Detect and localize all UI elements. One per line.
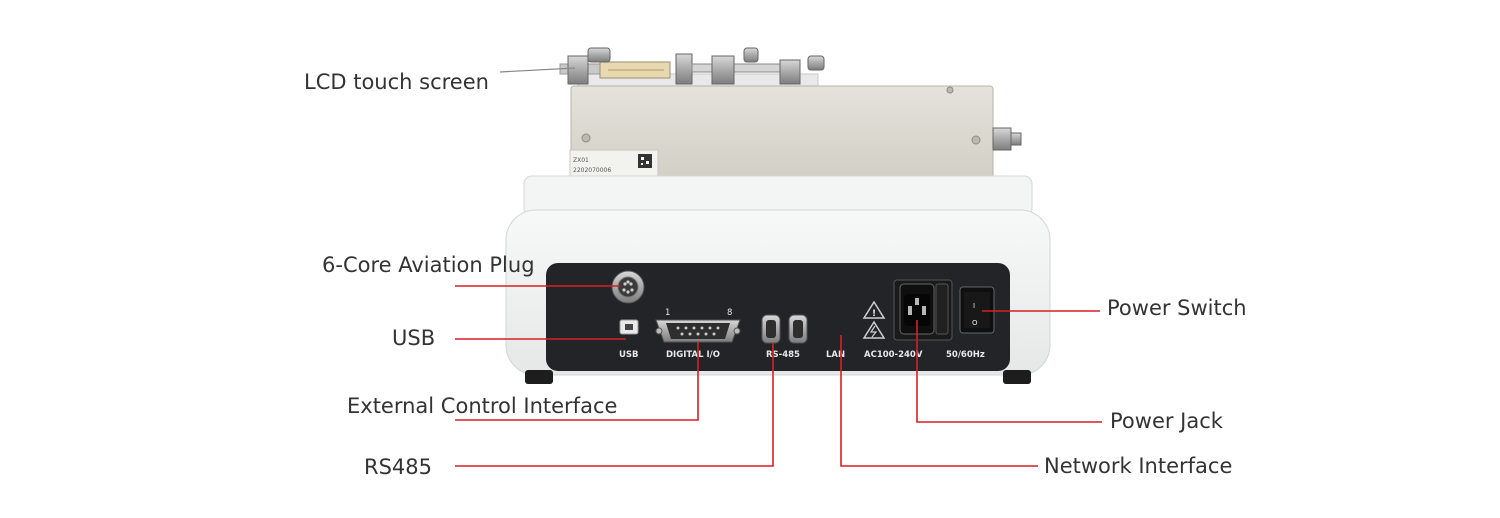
syringe-clamp-knob [587, 47, 611, 63]
callout-aviation-plug: 6-Core Aviation Plug [322, 253, 535, 277]
leader-rs485 [455, 343, 774, 467]
digital-pin-1-label: 1 [665, 308, 670, 318]
callout-rs485: RS485 [364, 455, 433, 479]
callout-external-control: External Control Interface [347, 394, 618, 418]
leader-network [840, 335, 1038, 467]
base-unit: USB 1 8 DIGITAL I/O RS-485 LAN ! AC100-2… [505, 175, 1051, 384]
power-frequency-label: 50/60Hz [946, 350, 985, 360]
digital-io-label: DIGITAL I/O [666, 350, 720, 360]
usb-port-label: USB [619, 350, 639, 360]
rear-clamp [779, 59, 801, 85]
bnc-connector [992, 127, 1012, 151]
qr-code [638, 154, 652, 168]
housing-screw [971, 135, 981, 145]
power-spec-label: AC100-240V [864, 350, 923, 360]
warning-icon [862, 300, 886, 319]
syringe-holder [675, 53, 693, 85]
switch-off-mark: O [972, 319, 978, 327]
leader-lcd [499, 67, 576, 73]
foot-right [1003, 370, 1031, 384]
svg-text:!: ! [872, 309, 876, 319]
fuse-drawer[interactable] [935, 283, 949, 335]
pusher-knob [743, 47, 759, 63]
leader-power-jack [916, 320, 1102, 423]
lan-label: LAN [826, 350, 845, 360]
callout-power-jack: Power Jack [1110, 409, 1223, 433]
leader-lines [455, 67, 1102, 467]
callout-lcd-touch-screen: LCD touch screen [304, 70, 489, 94]
sticker-serial: 2202070006 [573, 167, 611, 174]
electric-hazard-icon [862, 320, 886, 339]
callout-network-interface: Network Interface [1044, 454, 1233, 478]
foot-left [525, 370, 553, 384]
housing-screw [946, 86, 954, 94]
digital-pin-8-label: 8 [727, 308, 732, 318]
switch-on-mark: I [973, 302, 975, 310]
pusher-block [711, 55, 735, 85]
rear-knob [807, 55, 825, 71]
leader-external [455, 342, 699, 421]
syringe-pump-module: ZX01 2202070006 [559, 47, 1022, 195]
housing-screw [581, 133, 591, 143]
callout-usb: USB [392, 326, 436, 350]
plunger-rod [691, 63, 783, 73]
callout-power-switch: Power Switch [1107, 296, 1247, 320]
syringe-clamp-left [567, 55, 589, 85]
sticker-model: ZX01 [573, 157, 589, 164]
rs485-label: RS-485 [766, 350, 800, 360]
